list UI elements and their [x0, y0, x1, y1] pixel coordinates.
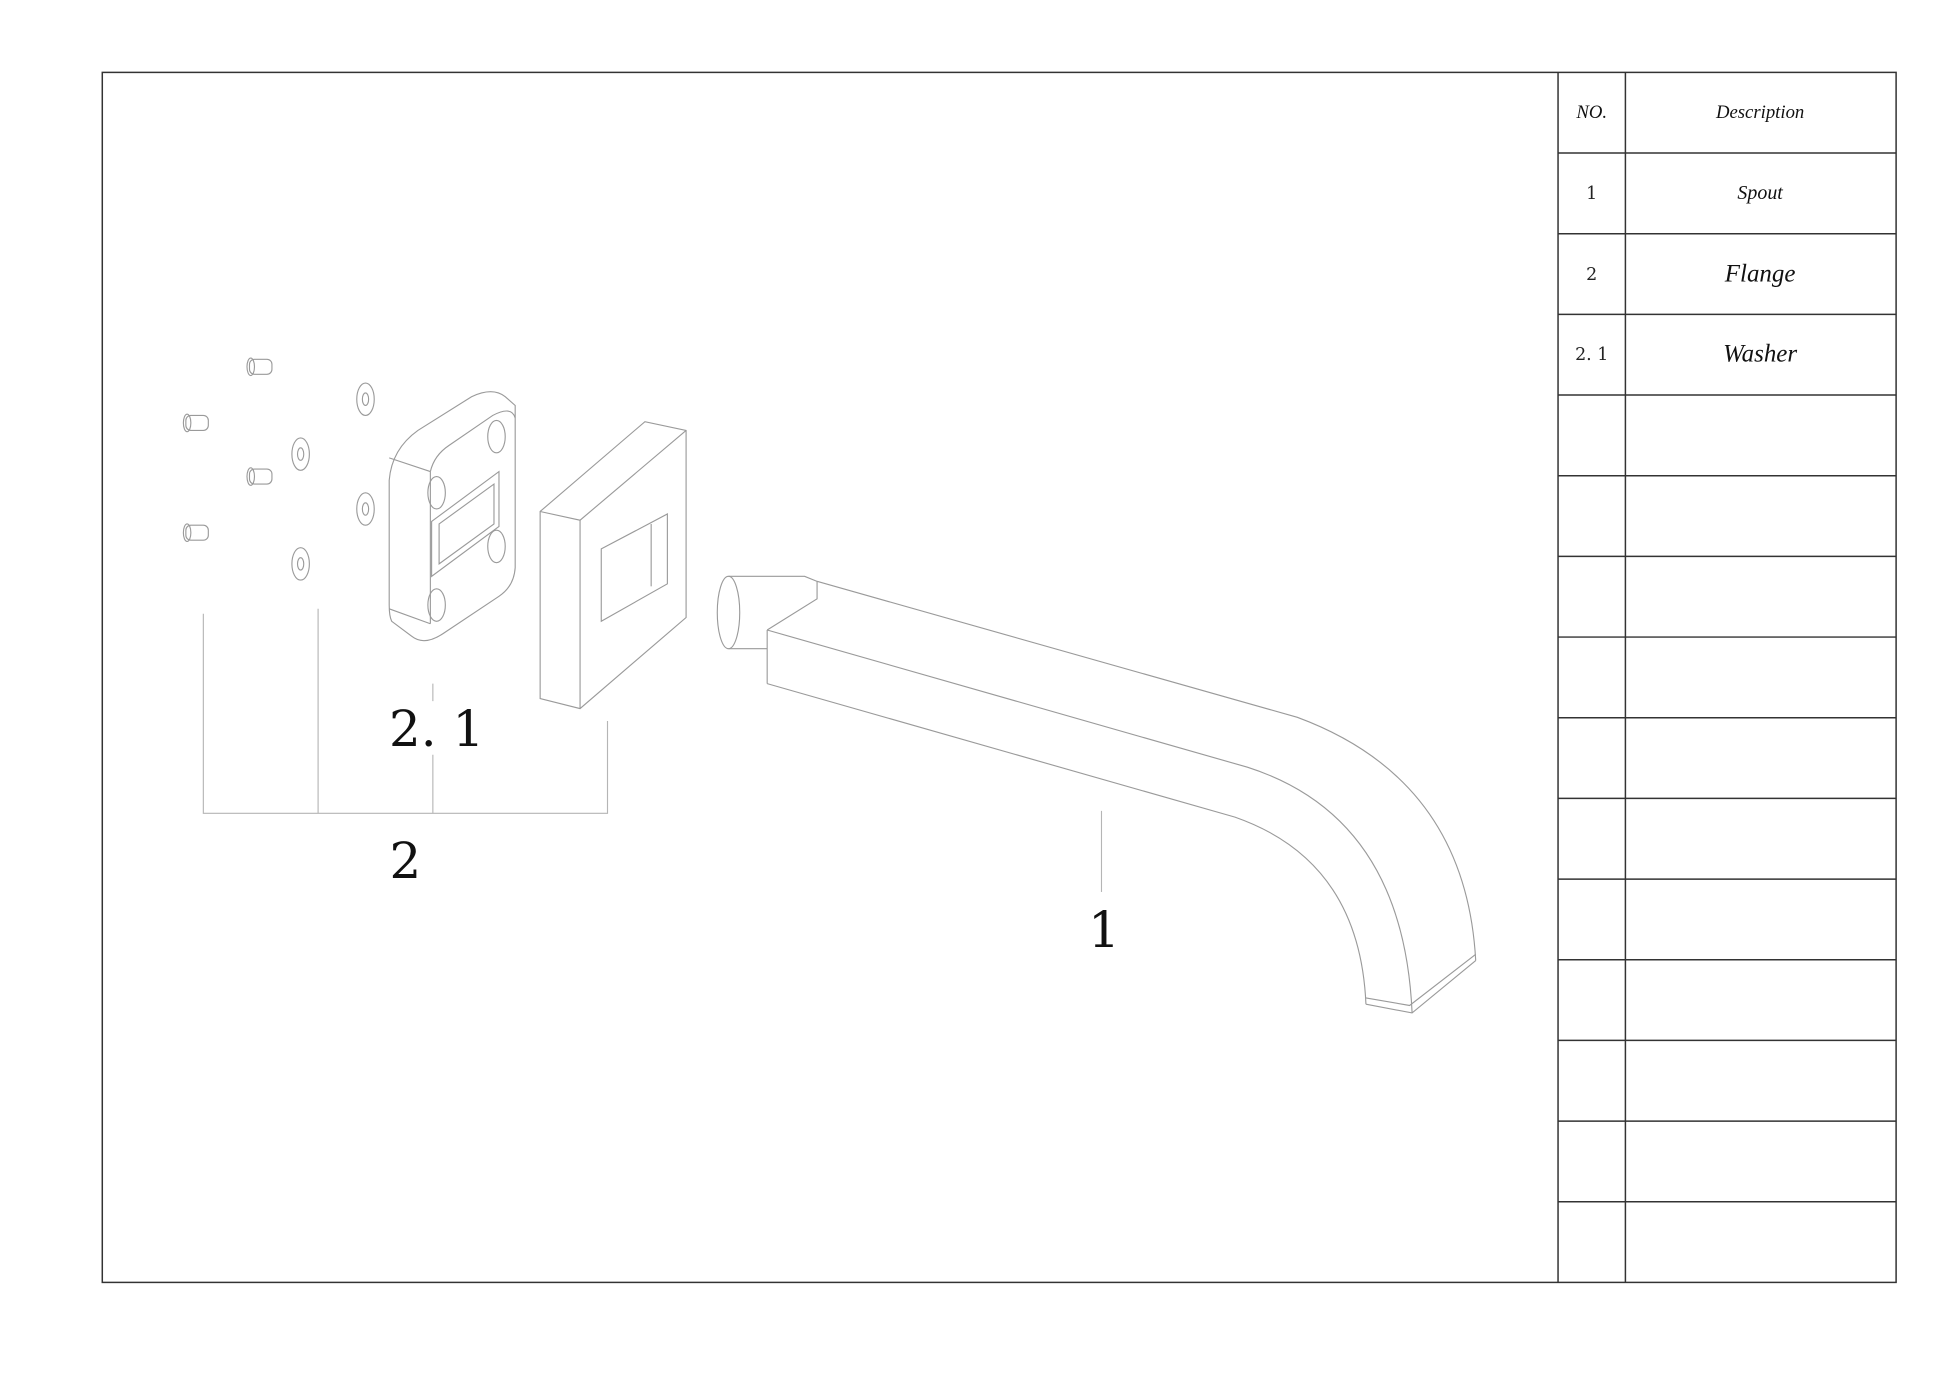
washers	[291, 382, 375, 581]
row-no: 1	[1586, 184, 1597, 204]
callout-spout: 1	[1088, 901, 1120, 959]
cover-plate	[539, 421, 687, 710]
header-description: Description	[1715, 102, 1804, 123]
callout-washer: 2. 1	[389, 700, 484, 758]
washer-icon	[356, 382, 375, 416]
row-description: Washer	[1723, 340, 1797, 367]
screws	[182, 357, 273, 542]
spout	[716, 575, 1477, 1014]
washer-icon	[356, 492, 375, 526]
drawing-border	[101, 71, 1897, 1284]
washer-icon	[291, 547, 310, 581]
screw-icon	[182, 523, 209, 542]
screw-icon	[182, 413, 209, 433]
header-no: NO.	[1575, 102, 1607, 123]
parts-table: NO. Description 1 Spout 2 Flange 2. 1 Wa…	[1557, 72, 1897, 1283]
row-no: 2. 1	[1575, 345, 1608, 365]
row-no: 2	[1586, 265, 1597, 285]
flange-plate	[388, 391, 516, 642]
leader-lines	[202, 608, 1103, 892]
screw-icon	[246, 357, 273, 377]
washer-icon	[291, 437, 310, 471]
row-description: Flange	[1724, 260, 1796, 287]
callout-flange: 2	[390, 832, 422, 890]
row-description: Spout	[1737, 182, 1783, 204]
screw-icon	[246, 467, 273, 486]
